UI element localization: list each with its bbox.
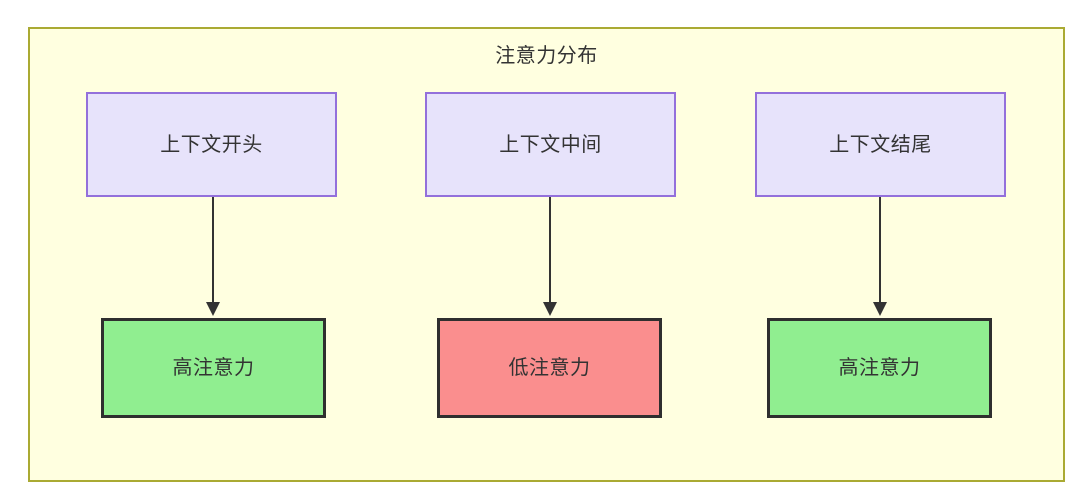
- node-context-middle[interactable]: 上下文中间: [425, 92, 676, 197]
- edge-context-middle-to-attention: [543, 197, 557, 318]
- arrowhead-down-icon: [206, 302, 220, 316]
- node-attention-high-start[interactable]: 高注意力: [101, 318, 326, 418]
- node-attention-high-end[interactable]: 高注意力: [767, 318, 992, 418]
- node-label: 上下文中间: [499, 133, 602, 156]
- edge-line: [549, 197, 551, 307]
- edge-context-start-to-attention: [206, 197, 220, 318]
- node-label: 上下文结尾: [829, 133, 932, 156]
- node-label: 上下文开头: [160, 133, 263, 156]
- node-label: 高注意力: [172, 357, 255, 379]
- node-context-start[interactable]: 上下文开头: [86, 92, 337, 197]
- node-attention-low-middle[interactable]: 低注意力: [437, 318, 662, 418]
- arrowhead-down-icon: [543, 302, 557, 316]
- arrowhead-down-icon: [873, 302, 887, 316]
- node-label: 高注意力: [838, 357, 921, 379]
- group-title: 注意力分布: [495, 45, 598, 67]
- edge-context-end-to-attention: [873, 197, 887, 318]
- edge-line: [879, 197, 881, 307]
- node-label: 低注意力: [508, 357, 591, 379]
- node-context-end[interactable]: 上下文结尾: [755, 92, 1006, 197]
- edge-line: [212, 197, 214, 307]
